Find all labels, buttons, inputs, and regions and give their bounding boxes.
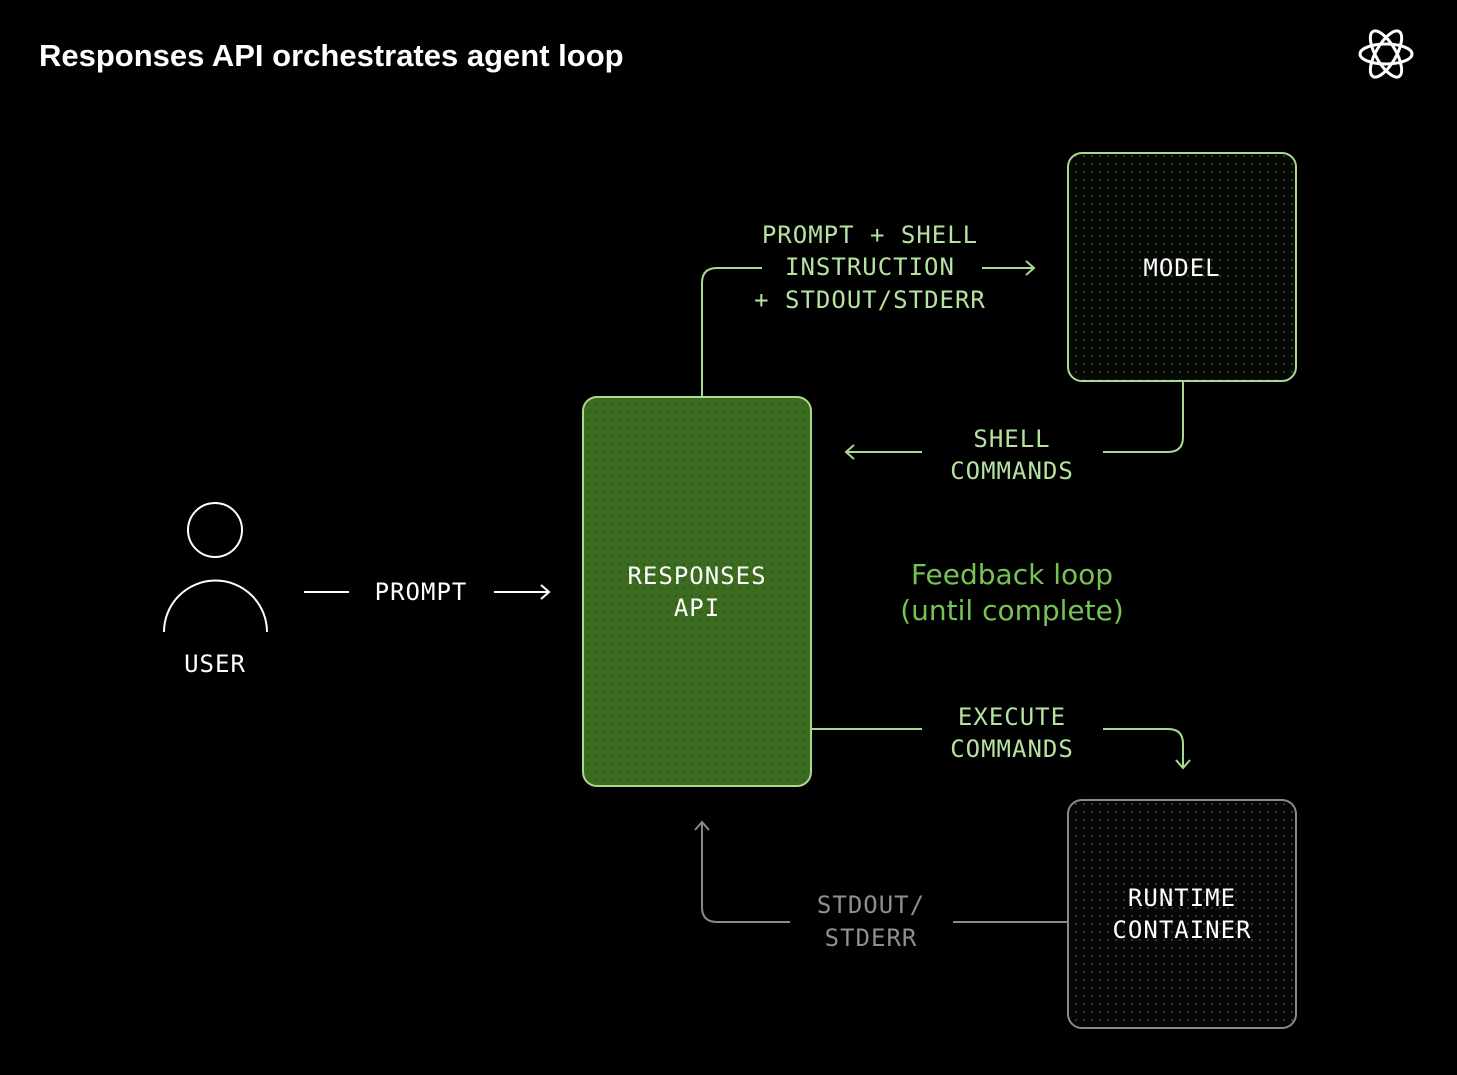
responses-api-box: RESPONSES API: [582, 396, 812, 787]
shell-commands-label-line2: COMMANDS: [950, 457, 1074, 485]
feedback-loop-note: Feedback loop (until complete): [900, 558, 1124, 627]
model-box: MODEL: [1067, 152, 1297, 382]
runtime-label-line1: RUNTIME: [1128, 884, 1236, 912]
shell-commands-edge: SHELL COMMANDS: [844, 381, 1184, 485]
runtime-label-line2: CONTAINER: [1112, 916, 1251, 944]
execute-commands-label-line1: EXECUTE: [958, 703, 1066, 731]
stdout-label-line2: STDERR: [825, 924, 918, 952]
to-model-edge: PROMPT + SHELL INSTRUCTION + STDOUT/STDE…: [701, 221, 1036, 397]
user-label: USER: [184, 650, 246, 678]
to-model-label-line2: INSTRUCTION: [785, 253, 955, 281]
responses-api-label-line1: RESPONSES: [627, 562, 766, 590]
responses-api-label-line2: API: [674, 594, 720, 622]
stdout-edge: STDOUT/ STDERR: [694, 820, 1068, 952]
user-node: USER: [163, 502, 268, 678]
to-model-label-line1: PROMPT + SHELL: [762, 221, 978, 249]
runtime-container-box: RUNTIME CONTAINER: [1067, 799, 1297, 1029]
user-icon: [163, 502, 268, 633]
to-model-label-line3: + STDOUT/STDERR: [754, 286, 986, 314]
page-title: Responses API orchestrates agent loop: [39, 38, 624, 73]
shell-commands-label-line1: SHELL: [973, 425, 1050, 453]
prompt-edge: PROMPT: [304, 578, 551, 606]
openai-logo-icon: [1358, 29, 1414, 79]
feedback-line1: Feedback loop: [911, 558, 1113, 591]
stdout-label-line1: STDOUT/: [817, 891, 925, 919]
execute-commands-label-line2: COMMANDS: [950, 735, 1074, 763]
model-label: MODEL: [1143, 254, 1220, 282]
feedback-line2: (until complete): [900, 594, 1124, 627]
prompt-label: PROMPT: [375, 578, 468, 606]
execute-commands-edge: EXECUTE COMMANDS: [811, 703, 1191, 770]
